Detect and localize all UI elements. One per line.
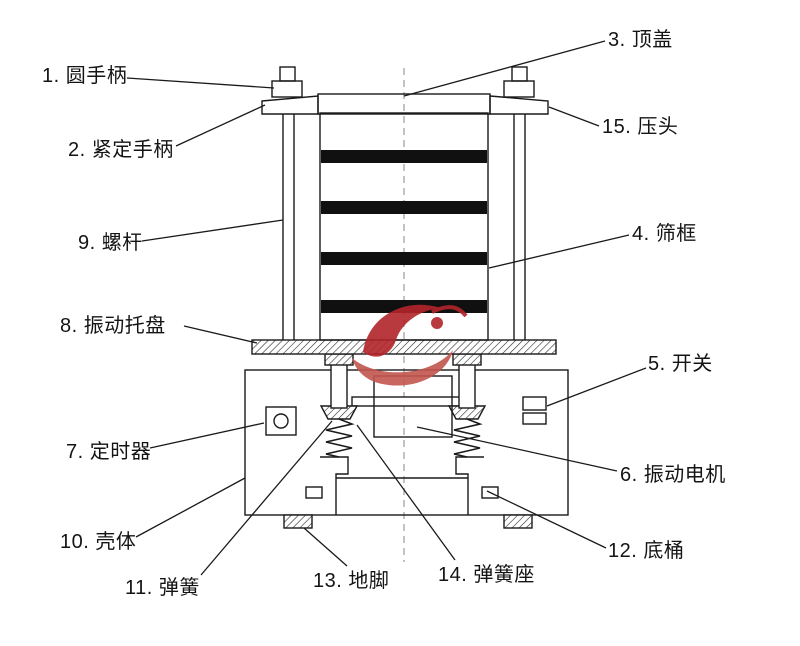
label-switch: 5. 开关 — [648, 353, 713, 375]
spring-shape — [325, 418, 483, 458]
label-vibration-tray: 8. 振动托盘 — [60, 315, 166, 337]
housing-shape — [244, 369, 569, 516]
switch-shape — [522, 396, 547, 425]
label-spring-seat: 14. 弹簧座 — [438, 564, 535, 586]
brand-logo-watermark — [352, 304, 468, 386]
label-housing: 10. 壳体 — [60, 531, 137, 553]
vibration-tray-shape — [251, 339, 557, 355]
round-handle-shape — [271, 66, 535, 98]
label-top-cover: 3. 顶盖 — [608, 29, 673, 51]
leader-lines — [126, 40, 647, 576]
anchor-foot-shape — [283, 514, 533, 529]
label-press-head: 15. 压头 — [602, 116, 679, 138]
sieve-frame-shape — [319, 112, 489, 341]
label-bottom-barrel: 12. 底桶 — [608, 540, 685, 562]
label-vibration-motor: 6. 振动电机 — [620, 464, 726, 486]
screw-rod-shape — [282, 114, 526, 340]
label-spring: 11. 弹簧 — [125, 577, 200, 599]
label-sieve-frame: 4. 筛框 — [632, 223, 697, 245]
label-set-handle: 2. 紧定手柄 — [68, 139, 174, 161]
label-screw-rod: 9. 螺杆 — [78, 232, 143, 254]
label-timer: 7. 定时器 — [66, 441, 152, 463]
motor-mount-plate-shape — [351, 396, 473, 407]
label-round-handle: 1. 圆手柄 — [42, 65, 128, 87]
label-anchor-foot: 13. 地脚 — [313, 570, 390, 592]
timer-shape — [265, 406, 297, 436]
